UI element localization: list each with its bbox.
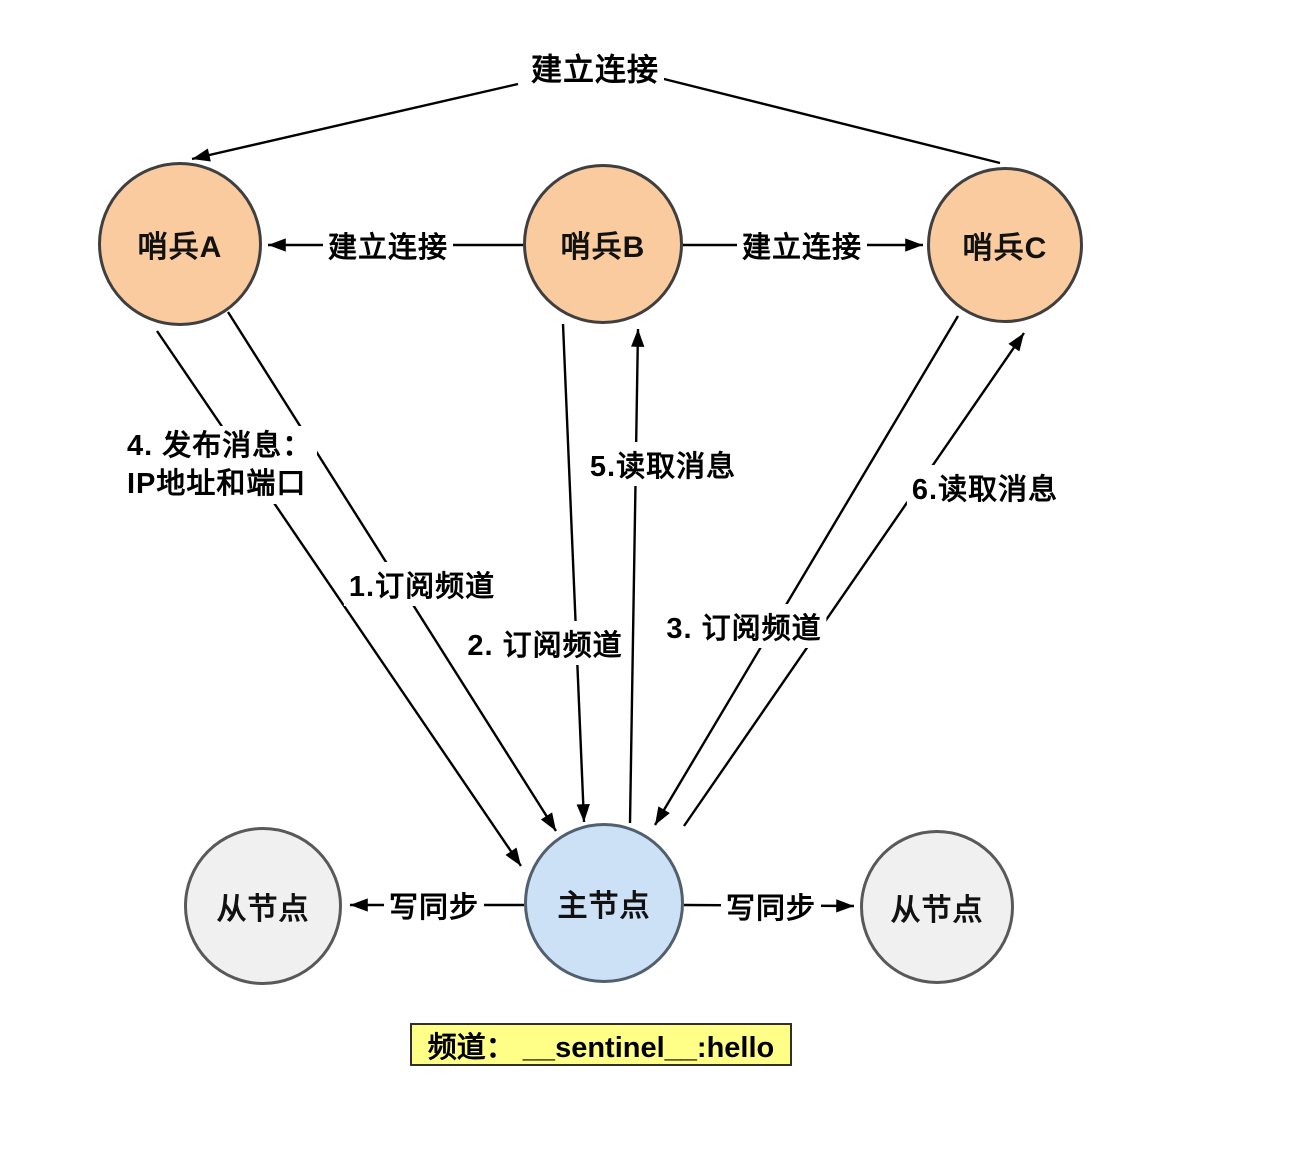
label-connect-b-to-a: 建立连接	[322, 223, 454, 267]
channel-annotation-label: 频道： __sentinel__:hello	[427, 1031, 775, 1064]
label-subscribe-3: 3. 订阅频道	[661, 604, 827, 648]
label-sync-left: 写同步	[383, 883, 485, 927]
edge-publish-a-to-master	[156, 330, 522, 867]
label-read-6: 6.读取消息	[906, 465, 1064, 509]
node-sentinel-a: 哨兵A	[98, 162, 262, 326]
edge-subscribe-b-to-master	[561, 323, 590, 823]
label-connect-top: 建立连接	[526, 43, 664, 91]
label-connect-b-to-c: 建立连接	[736, 223, 868, 267]
edge-connect-top-to-sentinel-a	[191, 82, 519, 162]
edge-read-master-to-c	[683, 332, 1025, 827]
node-sentinel-a-label: 哨兵A	[137, 231, 223, 264]
node-slave-right: 从节点	[860, 830, 1014, 984]
label-publish-message: 4. 发布消息： IP地址和端口	[122, 426, 318, 504]
edge-connect-top-to-sentinel-c	[659, 76, 1001, 165]
node-master: 主节点	[524, 823, 684, 983]
label-publish-message-line2: IP地址和端口	[127, 468, 307, 500]
label-publish-message-line1: 4. 发布消息：	[127, 430, 313, 462]
node-master-label: 主节点	[557, 890, 651, 923]
node-slave-right-label: 从节点	[890, 894, 984, 927]
node-sentinel-c-label: 哨兵C	[962, 232, 1048, 265]
label-sync-right: 写同步	[720, 884, 822, 928]
node-sentinel-b: 哨兵B	[523, 164, 683, 324]
label-subscribe-1: 1.订阅频道	[343, 562, 501, 606]
channel-annotation-box: 频道： __sentinel__:hello	[410, 1023, 792, 1066]
node-sentinel-c: 哨兵C	[927, 167, 1083, 323]
edge-subscribe-c-to-master	[653, 315, 960, 826]
node-slave-left-label: 从节点	[216, 893, 310, 926]
label-subscribe-2: 2. 订阅频道	[462, 621, 628, 665]
node-sentinel-b-label: 哨兵B	[560, 231, 646, 264]
edge-read-master-to-b	[628, 328, 645, 824]
node-slave-left: 从节点	[184, 827, 342, 985]
label-read-5: 5.读取消息	[584, 442, 742, 486]
